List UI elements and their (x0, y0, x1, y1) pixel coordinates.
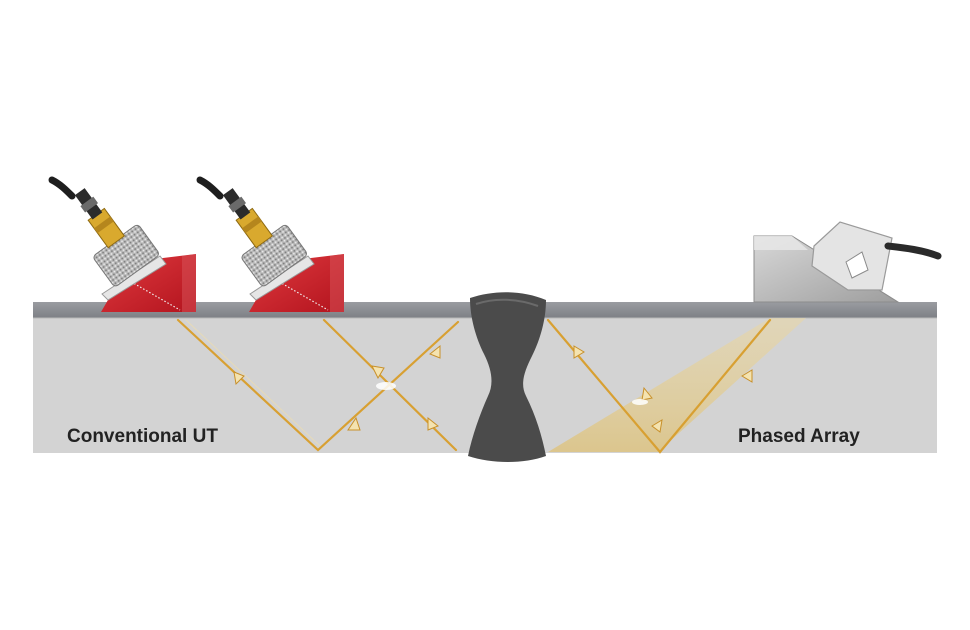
phased-array-beams (546, 318, 772, 454)
conventional-ut-probe-icon (196, 176, 344, 312)
phased-array-probe-icon (753, 221, 942, 303)
weld-icon (468, 292, 546, 462)
wedge-2 (249, 254, 344, 312)
conventional-ut-label: Conventional UT (67, 426, 218, 447)
beam-path-left-probe (176, 318, 460, 452)
beam-crossing-glints (376, 382, 648, 405)
pa-beam-path (546, 318, 772, 454)
pa-cable (884, 242, 942, 260)
pa-transducer-housing (811, 221, 893, 291)
phased-array-beam-fan (548, 318, 806, 452)
phased-array-label: Phased Array (738, 426, 860, 447)
conventional-ut-probe-icon (48, 176, 196, 312)
beam-arrows (233, 344, 753, 433)
wedge-1 (101, 254, 196, 312)
